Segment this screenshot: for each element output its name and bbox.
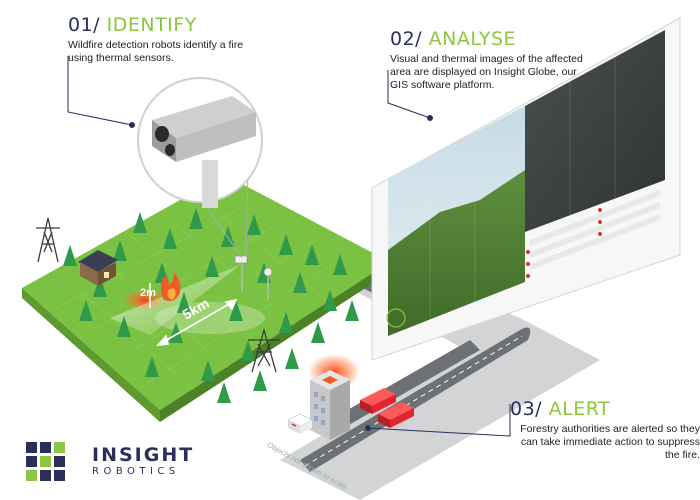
step-number: 01/ <box>68 14 101 36</box>
command-building <box>308 354 360 440</box>
distance-arrow <box>149 283 238 346</box>
house-icon <box>78 250 118 286</box>
step-title: ALERT <box>548 398 611 420</box>
detection-camera-zoom <box>137 77 263 259</box>
step-title: ANALYSE <box>428 28 517 50</box>
step-alert: 03/ ALERT Forestry authorities are alert… <box>510 400 700 462</box>
step-number: 02/ <box>390 28 423 50</box>
fire-icon <box>161 272 181 301</box>
detection-robot-pole <box>234 255 273 300</box>
alert-list <box>526 208 602 278</box>
step-description: Forestry authorities are alerted so they… <box>520 423 700 461</box>
callout-leader-lines <box>67 56 511 437</box>
forest-trees <box>63 208 359 403</box>
ambulance-icon <box>287 413 313 434</box>
step-number: 03/ <box>510 398 543 420</box>
fire-engine-icon <box>360 388 414 428</box>
height-label: 2m <box>140 287 156 299</box>
logo-text-line2: ROBOTICS <box>92 466 180 477</box>
step-description: Visual and thermal images of the affecte… <box>390 53 583 91</box>
insight-globe-screen <box>371 17 681 361</box>
logo-mark-icon <box>26 442 66 482</box>
step-identify: 01/ IDENTIFY Wildfire detection robots i… <box>68 16 248 65</box>
logo-text-line1: INSIGHT <box>92 444 195 466</box>
step-analyse: 02/ ANALYSE Visual and thermal images of… <box>390 30 590 92</box>
step-title: IDENTIFY <box>106 14 197 36</box>
power-pylon-icon <box>36 217 280 373</box>
camera-beam <box>110 265 240 335</box>
step-description: Wildfire detection robots identify a fir… <box>68 39 244 64</box>
